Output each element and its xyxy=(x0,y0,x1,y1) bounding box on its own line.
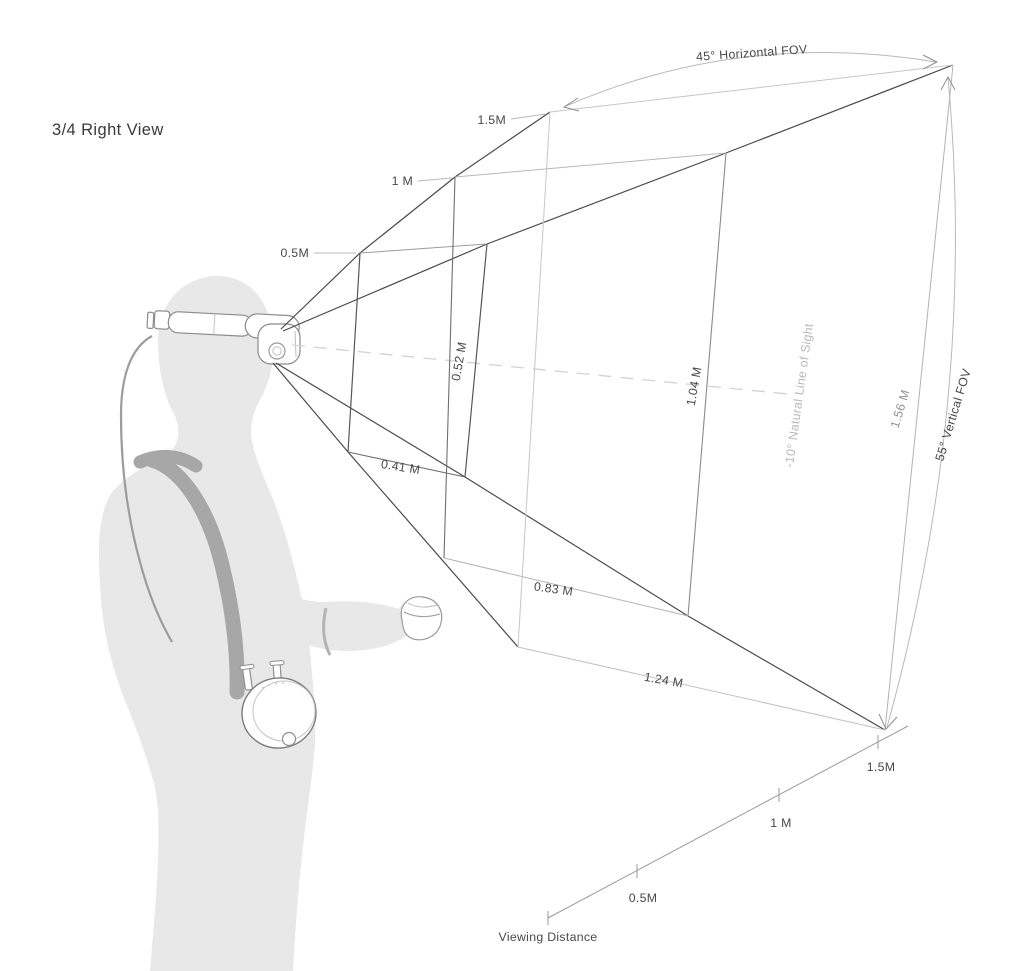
fov-ray-bottom-right xyxy=(275,362,886,731)
horizontal-fov-label: 45° Horizontal FOV xyxy=(696,42,809,64)
line-of-sight-label: -10° Natural Line of Sight xyxy=(782,322,816,468)
plane-distance-label-1m: 1 M xyxy=(392,174,413,188)
label-leader-lines xyxy=(314,113,547,254)
plane-distance-label-1-5m: 1.5M xyxy=(477,113,506,127)
shoulder-strap xyxy=(144,452,245,700)
axis-tick-label-1m: 1 M xyxy=(770,816,791,830)
plane-1-5m xyxy=(517,64,954,731)
plane-distance-label-0-5m: 0.5M xyxy=(280,246,309,260)
plane-width-label-0-5m: 0.41 M xyxy=(380,457,421,477)
controller-illustration xyxy=(400,596,443,641)
headset-eye-lens xyxy=(268,342,286,360)
axis-tick-label-0-5m: 0.5M xyxy=(629,891,658,905)
plane-height-label-1-5m: 1.56 M xyxy=(888,388,913,430)
vertical-fov-arc xyxy=(878,75,956,730)
plane-height-label-1m: 1.04 M xyxy=(684,366,705,407)
headset-illustration xyxy=(146,310,301,365)
plane-width-label-1m: 0.83 M xyxy=(533,579,574,598)
person-silhouette xyxy=(98,275,439,971)
shoulder-strap-top xyxy=(133,450,203,473)
wrist-cable xyxy=(322,607,332,656)
plane-1m xyxy=(443,152,727,617)
line-of-sight-dashed xyxy=(291,344,789,395)
plane-width-label-1-5m: 1.24 M xyxy=(643,670,684,691)
compute-pack-illustration xyxy=(239,660,317,749)
axis-title: Viewing Distance xyxy=(499,930,598,944)
viewing-distance-axis xyxy=(547,725,909,925)
page-title: 3/4 Right View xyxy=(52,121,164,139)
headset-cable xyxy=(119,335,173,643)
person-arm xyxy=(233,478,439,652)
plane-0-5m xyxy=(347,243,488,478)
horizontal-fov-arc xyxy=(562,52,939,112)
vertical-fov-label: 55° Vertical FOV xyxy=(932,366,974,462)
axis-tick-label-1-5m: 1.5M xyxy=(867,760,896,774)
fov-ray-top-left xyxy=(280,111,551,330)
plane-height-label-0-5m: 0.52 M xyxy=(449,341,470,382)
fov-ray-top-right xyxy=(282,64,954,332)
